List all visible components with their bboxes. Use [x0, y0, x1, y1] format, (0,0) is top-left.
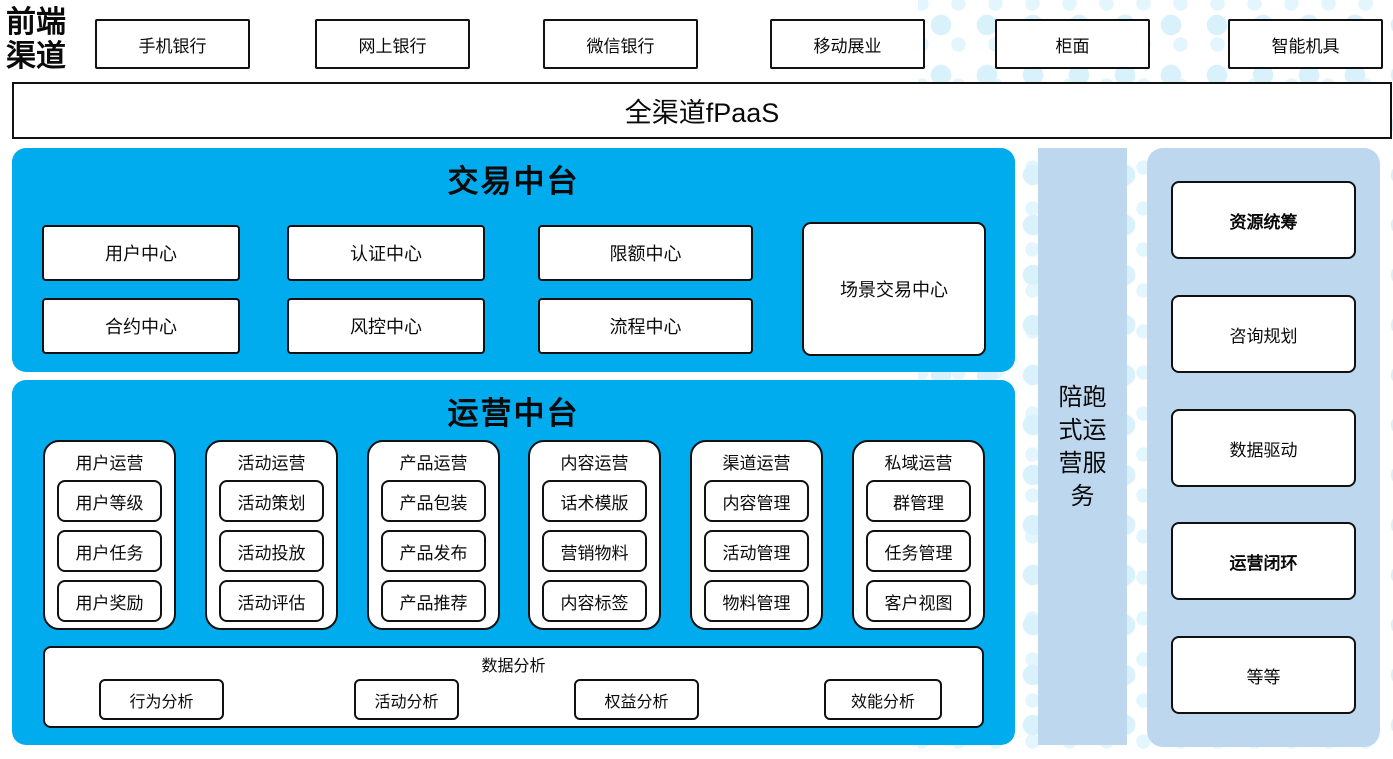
ops-item-box: 用户任务 — [57, 530, 162, 572]
ops-item-box: 客户视图 — [866, 580, 971, 622]
trade-center-box-process: 流程中心 — [538, 298, 753, 354]
ops-item-box: 内容管理 — [704, 480, 809, 522]
ops-item-box: 活动评估 — [219, 580, 324, 622]
ops-group-user: 用户运营 用户等级 用户任务 用户奖励 — [43, 440, 176, 630]
ops-item-box: 物料管理 — [704, 580, 809, 622]
right-service-panel: 资源统筹 咨询规划 数据驱动 运营闭环 等等 — [1147, 148, 1380, 747]
channel-box-online-banking: 网上银行 — [315, 19, 470, 69]
ops-item-box: 营销物料 — [542, 530, 647, 572]
trade-center-box-auth: 认证中心 — [287, 225, 485, 281]
data-analysis-strip: 数据分析 行为分析 活动分析 权益分析 效能分析 — [43, 646, 984, 728]
ops-item-box: 活动投放 — [219, 530, 324, 572]
ops-group-title: 私域运营 — [884, 454, 953, 473]
ops-item-box: 用户奖励 — [57, 580, 162, 622]
ops-group-private: 私域运营 群管理 任务管理 客户视图 — [852, 440, 985, 630]
ops-group-content: 内容运营 话术模版 营销物料 内容标签 — [528, 440, 661, 630]
analysis-item-box: 效能分析 — [824, 679, 942, 720]
ops-group-title: 用户运营 — [75, 454, 144, 473]
ops-item-box: 产品发布 — [381, 530, 486, 572]
front-channels-label-line: 前端 — [6, 6, 66, 39]
channel-box-mobile-sales: 移动展业 — [770, 19, 925, 69]
trade-platform-title: 交易中台 — [447, 164, 580, 199]
ops-item-box: 活动策划 — [219, 480, 324, 522]
trade-center-box-contract: 合约中心 — [42, 298, 240, 354]
side-service-column: 陪跑 式运 营服 务 — [1038, 148, 1127, 745]
trade-center-box-risk: 风控中心 — [287, 298, 485, 354]
ops-platform-panel: 运营中台 用户运营 用户等级 用户任务 用户奖励 活动运营 活动策划 活动投放 … — [12, 380, 1015, 745]
ops-item-box: 用户等级 — [57, 480, 162, 522]
trade-center-box-limit: 限额中心 — [538, 225, 753, 281]
analysis-item-box: 权益分析 — [574, 679, 699, 720]
right-panel-box-resources: 资源统筹 — [1171, 181, 1356, 259]
ops-item-box: 活动管理 — [704, 530, 809, 572]
analysis-item-box: 行为分析 — [99, 679, 224, 720]
fpaas-bar: 全渠道fPaaS — [12, 82, 1392, 139]
channel-box-smart-devices: 智能机具 — [1228, 19, 1383, 69]
right-panel-box-consulting: 咨询规划 — [1171, 295, 1356, 373]
ops-group-title: 内容运营 — [560, 454, 629, 473]
ops-platform-title: 运营中台 — [447, 396, 580, 431]
ops-item-box: 产品包装 — [381, 480, 486, 522]
ops-item-box: 任务管理 — [866, 530, 971, 572]
front-channels-label: 前端 渠道 — [6, 6, 90, 74]
ops-group-channel: 渠道运营 内容管理 活动管理 物料管理 — [690, 440, 823, 630]
ops-group-title: 渠道运营 — [722, 454, 791, 473]
trade-center-box-user: 用户中心 — [42, 225, 240, 281]
right-panel-box-ops-loop: 运营闭环 — [1171, 522, 1356, 600]
data-analysis-title: 数据分析 — [481, 658, 546, 675]
trade-scene-center-box: 场景交易中心 — [802, 222, 986, 356]
channel-box-wechat-banking: 微信银行 — [543, 19, 698, 69]
channel-box-mobile-banking: 手机银行 — [95, 19, 250, 69]
right-panel-box-etc: 等等 — [1171, 636, 1356, 714]
ops-group-title: 活动运营 — [237, 454, 306, 473]
right-panel-box-data-driven: 数据驱动 — [1171, 409, 1356, 487]
analysis-item-box: 活动分析 — [354, 679, 459, 720]
ops-group-product: 产品运营 产品包装 产品发布 产品推荐 — [367, 440, 500, 630]
ops-item-box: 群管理 — [866, 480, 971, 522]
ops-item-box: 话术模版 — [542, 480, 647, 522]
side-service-label: 陪跑 式运 营服 务 — [1058, 383, 1107, 510]
front-channels-label-line: 渠道 — [6, 40, 66, 73]
ops-group-title: 产品运营 — [399, 454, 468, 473]
ops-item-box: 产品推荐 — [381, 580, 486, 622]
trade-platform-panel: 交易中台 用户中心 认证中心 限额中心 合约中心 风控中心 流程中心 场景交易中… — [12, 148, 1015, 372]
ops-item-box: 内容标签 — [542, 580, 647, 622]
channel-box-counter: 柜面 — [995, 19, 1150, 69]
ops-group-activity: 活动运营 活动策划 活动投放 活动评估 — [205, 440, 338, 630]
